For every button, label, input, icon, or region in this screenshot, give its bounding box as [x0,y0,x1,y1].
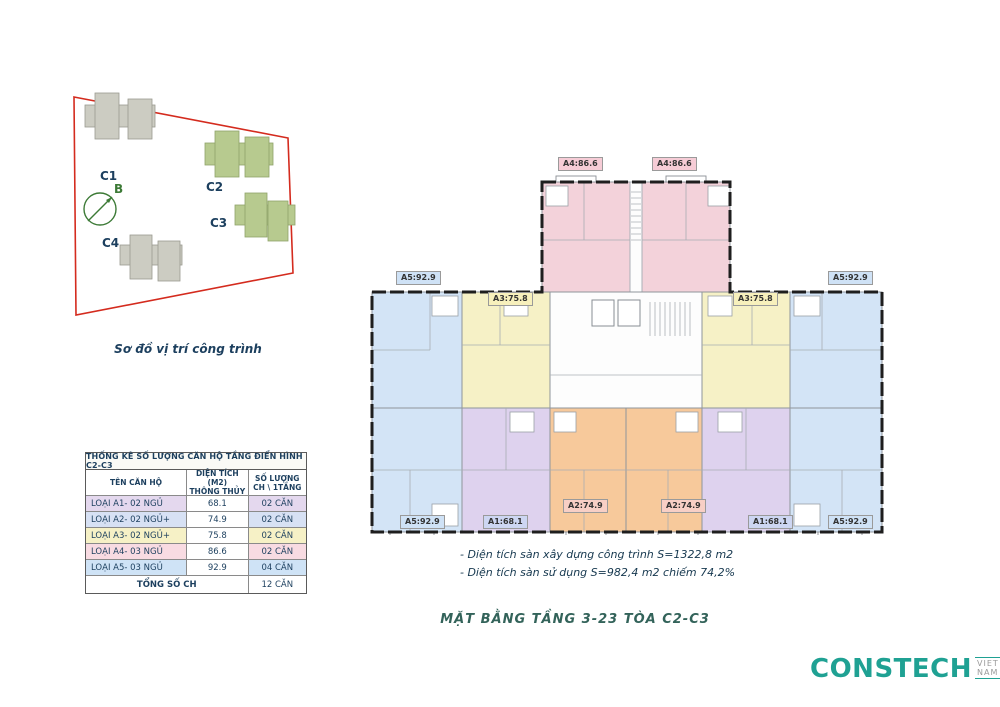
unit-label: A1:68.1 [483,515,528,529]
unit-label: A5:92.9 [396,271,441,285]
building-c2-shape [204,130,274,178]
site-map-caption: Sơ đồ vị trí công trình [114,342,262,356]
unit-label: A3:75.8 [733,292,778,306]
table-row: LOẠI A4- 03 NGỦ 86.6 02 CĂN [86,544,306,560]
note-usable-area: - Diện tích sàn sử dụng S=982,4 m2 chiếm… [460,566,736,579]
note-built-area: - Diện tích sàn xây dựng công trình S=13… [460,548,734,561]
unit-label: A5:92.9 [828,515,873,529]
table-row: LOẠI A1- 02 NGỦ 68.1 02 CĂN [86,496,306,512]
unit-label: A5:92.9 [400,515,445,529]
core-stairs [550,191,702,376]
table-row: LOẠI A3- 02 NGỦ+ 75.8 02 CĂN [86,528,306,544]
compass-icon [83,192,117,226]
logo-brand-text: CONSTECH [810,654,973,684]
page-title: MẶT BẰNG TẦNG 3-23 TÒA C2-C3 [440,612,710,627]
header-dien-tich: DIỆN TÍCH (M2) THÔNG THỦY [187,469,249,496]
compass-north-label: B [114,182,123,196]
floor-plan-drawing [370,175,884,535]
unit-label: A2:74.9 [563,499,608,513]
building-label-c4: C4 [102,236,119,250]
building-c4-shape [119,234,183,282]
unit-label: A3:75.8 [488,292,533,306]
logo-region-text: VIET NAM [975,657,1000,679]
building-label-c2: C2 [206,180,223,194]
table-header-row: TÊN CĂN HỘ DIỆN TÍCH (M2) THÔNG THỦY SỐ … [86,469,306,496]
unit-label: A2:74.9 [661,499,706,513]
unit-label: A4:86.6 [652,157,697,171]
header-so-luong: SỐ LƯỢNG CH \ 1TẦNG [248,470,306,496]
building-c1-shape [84,92,156,140]
outer-wall [370,180,884,534]
site-boundary [73,96,294,316]
unit-label: A4:86.6 [558,157,603,171]
core-elevators [591,299,641,327]
unit-label: A5:92.9 [828,271,873,285]
constech-logo: CONSTECH VIET NAM [810,656,1000,682]
table-total-row: TỔNG SỐ CH 12 CĂN [86,576,306,593]
table-title: THỐNG KÊ SỐ LƯỢNG CĂN HỘ TẦNG ĐIỂN HÌNH … [86,452,306,470]
building-c3-shape [234,192,296,242]
table-row: LOẠI A2- 02 NGỦ+ 74.9 02 CĂN [86,512,306,528]
stats-table: THỐNG KÊ SỐ LƯỢNG CĂN HỘ TẦNG ĐIỂN HÌNH … [85,452,307,594]
header-ten-can-ho: TÊN CĂN HỘ [86,470,188,496]
site-map: C1 B C2 C3 C4 [73,92,296,316]
unit-label: A1:68.1 [748,515,793,529]
table-row: LOẠI A5- 03 NGỦ 92.9 04 CĂN [86,560,306,576]
building-label-c3: C3 [210,216,227,230]
building-label-c1: C1 [100,169,117,183]
